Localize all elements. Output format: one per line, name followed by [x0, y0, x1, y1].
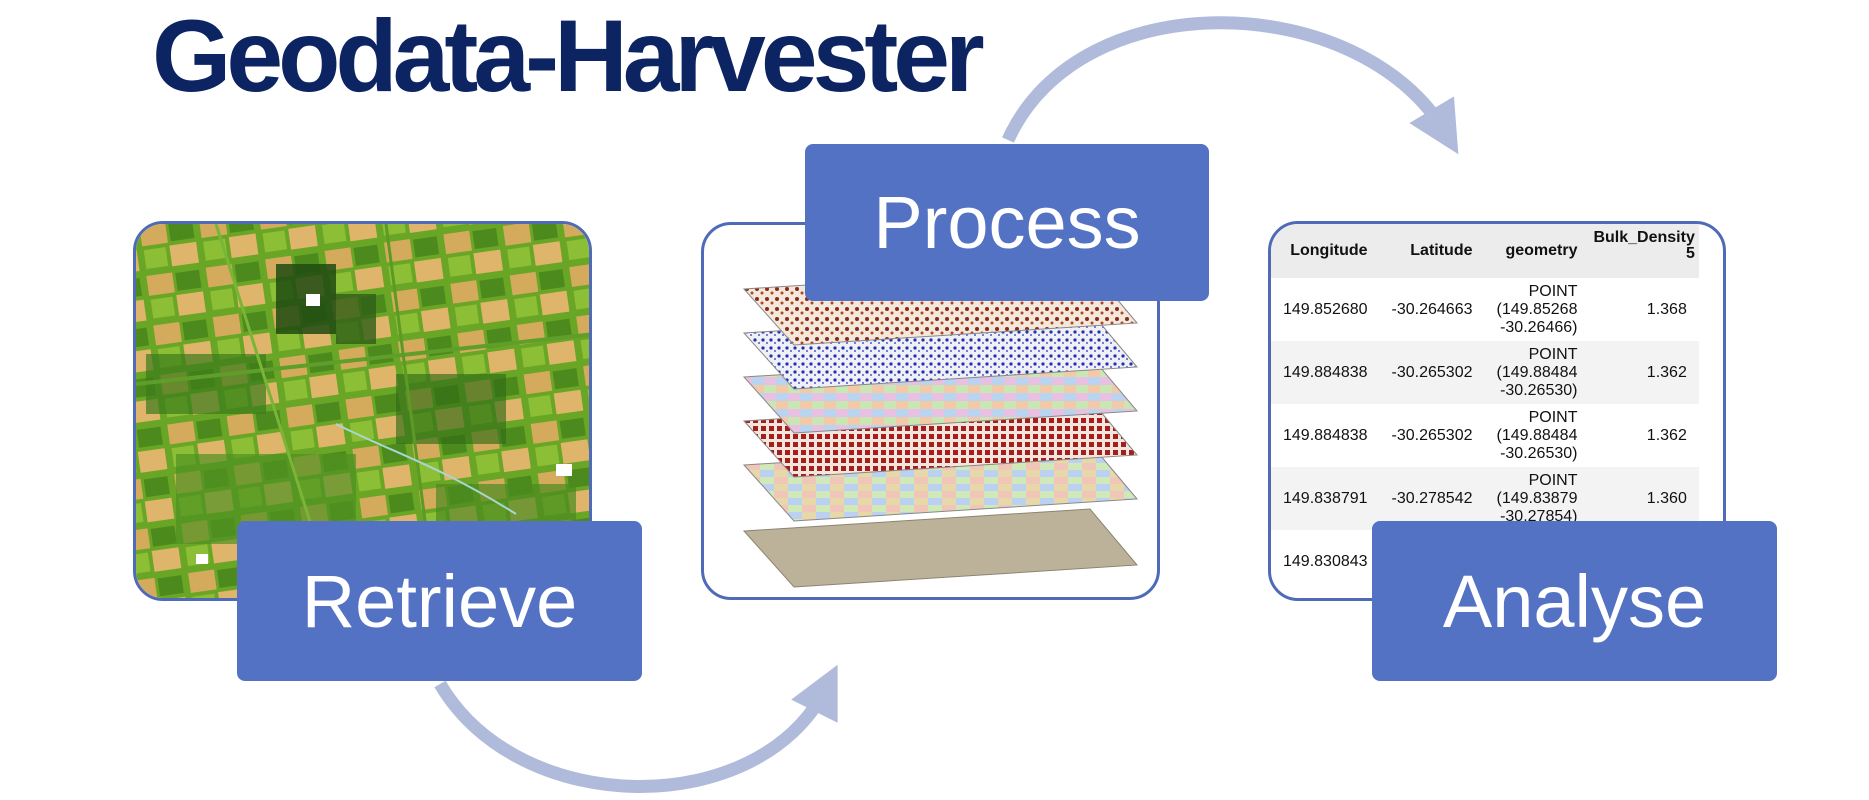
table-header-bulk-density-suffix: 5 — [1685, 245, 1695, 262]
cell-latitude: -30.264663 — [1391, 300, 1473, 318]
cell-geometry: POINT (149.88484 -30.26530) — [1484, 341, 1590, 404]
cell-longitude: 149.884838 — [1271, 341, 1380, 404]
table-header-longitude: Longitude — [1271, 224, 1380, 278]
table-row: 149.884838 -30.265302 POINT (149.88484 -… — [1271, 341, 1699, 404]
arrow-process-to-analyse — [1002, 16, 1459, 155]
table-header-bulk-density-label: Bulk_Density — [1593, 229, 1695, 246]
data-table: Longitude Latitude geometry Bulk_Density… — [1271, 224, 1699, 593]
cell-longitude: 149.838791 — [1271, 467, 1380, 530]
cell-longitude: 149.884838 — [1283, 426, 1368, 444]
table-header-latitude: Latitude — [1379, 224, 1485, 278]
process-label: Process — [805, 144, 1209, 301]
cell-longitude: 149.852680 — [1283, 300, 1368, 318]
analyse-label: Analyse — [1372, 521, 1777, 681]
cell-latitude: -30.278542 — [1379, 467, 1485, 530]
table-row: 149.852680 -30.264663 POINT (149.85268 -… — [1271, 278, 1699, 341]
cell-geometry: POINT (149.88484 -30.26530) — [1496, 408, 1578, 462]
cell-geometry: POINT (149.83879 -30.27854) — [1484, 467, 1590, 530]
table-header-geometry: geometry — [1484, 224, 1590, 278]
cell-bulk-density: 1.368 — [1646, 300, 1687, 318]
table-row: 149.830843 — [1271, 530, 1699, 593]
data-table-card: Longitude Latitude geometry Bulk_Density… — [1268, 221, 1726, 601]
page-title: Geodata-Harvester — [152, 0, 985, 113]
retrieve-label: Retrieve — [237, 521, 642, 681]
cell-latitude: -30.265302 — [1391, 426, 1473, 444]
arrow-retrieve-to-process — [434, 664, 838, 793]
cell-bulk-density: 1.362 — [1589, 341, 1699, 404]
cell-latitude: -30.265302 — [1379, 341, 1485, 404]
layers-image-card — [701, 222, 1160, 600]
table-row: 149.838791 -30.278542 POINT (149.83879 -… — [1271, 467, 1699, 530]
cell-bulk-density: 1.362 — [1646, 426, 1687, 444]
cell-bulk-density: 1.360 — [1589, 467, 1699, 530]
cell-geometry: POINT (149.85268 -30.26466) — [1496, 282, 1578, 336]
table-row: 149.884838 -30.265302 POINT (149.88484 -… — [1271, 404, 1699, 467]
cell-longitude: 149.830843 — [1283, 552, 1368, 570]
table-header-row: Longitude Latitude geometry Bulk_Density… — [1271, 224, 1699, 278]
